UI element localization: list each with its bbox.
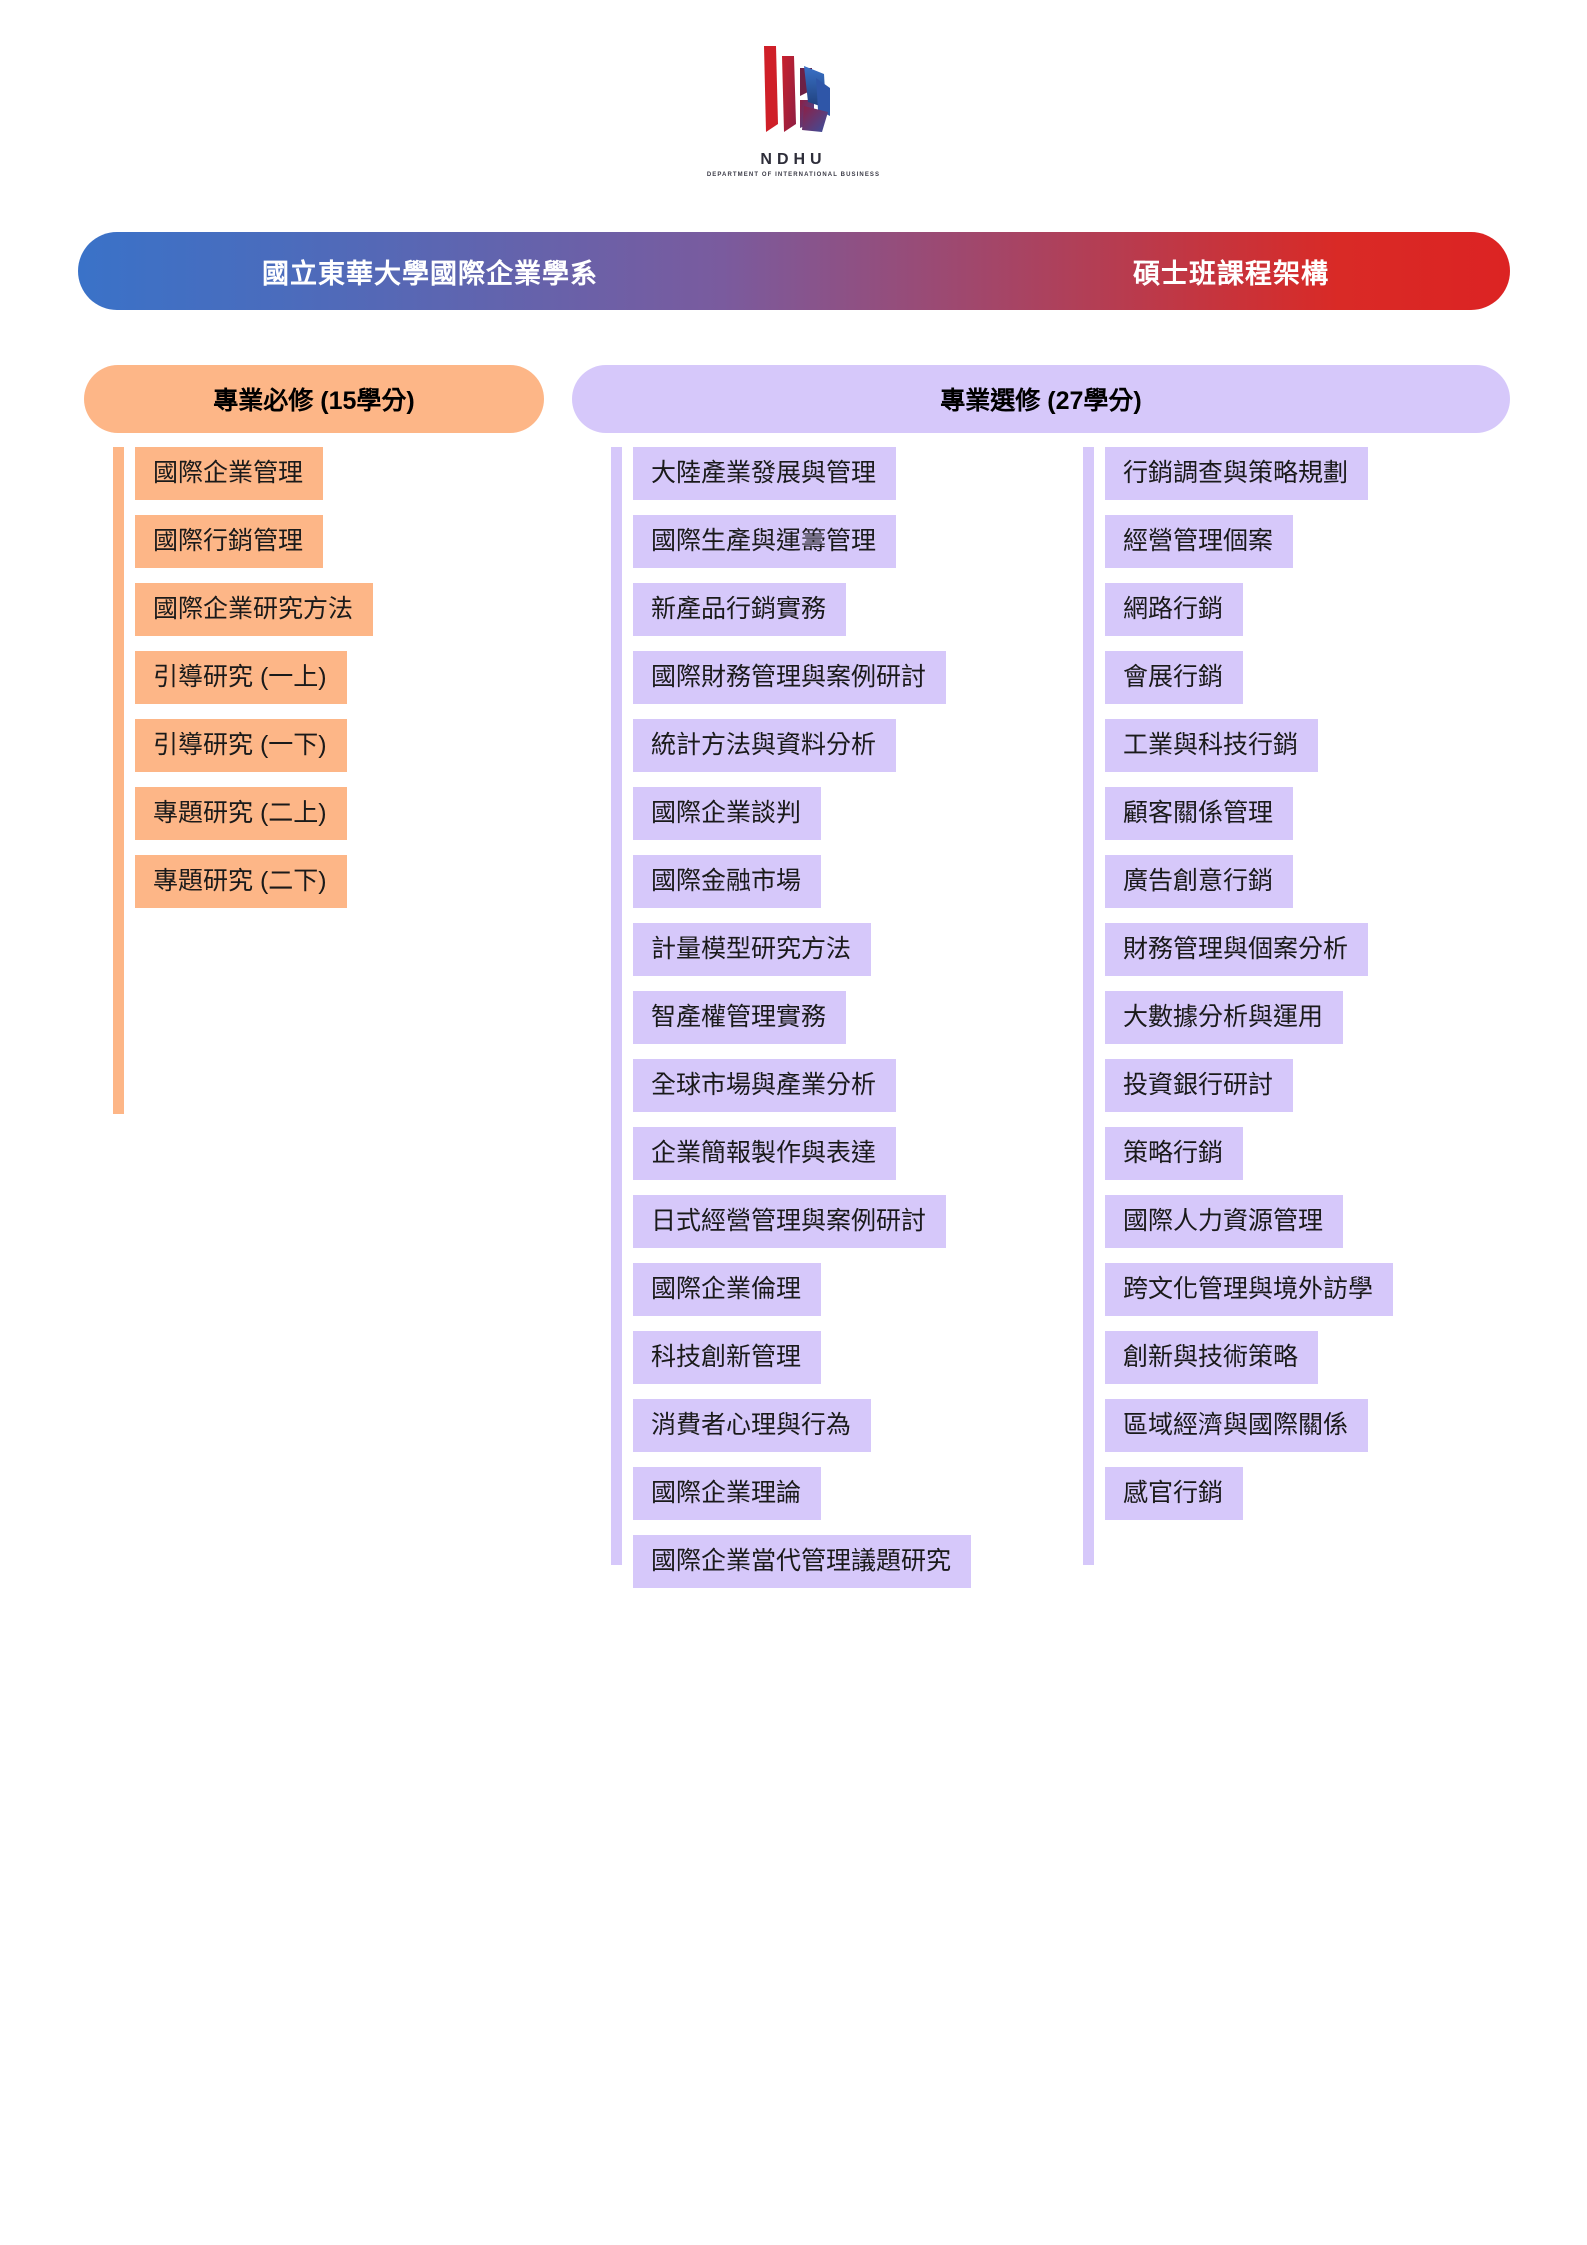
logo-block: NDHU DEPARTMENT OF INTERNATIONAL BUSINES… <box>0 38 1587 178</box>
banner-department-title: 國立東華大學國際企業學系 <box>262 258 598 289</box>
rail-required <box>113 447 124 1114</box>
section-header-elective: 專業選修 (27學分) <box>572 365 1510 433</box>
course-item-elective: 大陸產業發展與管理 <box>633 447 897 500</box>
course-item-elective: 全球市場與產業分析 <box>633 1059 897 1112</box>
course-item-elective: 國際企業理論 <box>633 1467 822 1520</box>
course-item-elective: 大數據分析與運用 <box>1105 991 1344 1044</box>
course-item-required: 國際企業管理 <box>135 447 324 500</box>
course-item-elective: 國際企業當代管理議題研究 <box>633 1535 972 1588</box>
rail-elective-column-2 <box>1083 447 1094 1565</box>
logo-title-text: NDHU <box>760 151 827 168</box>
title-banner: 國立東華大學國際企業學系 碩士班課程架構 <box>78 232 1510 310</box>
course-item-elective: 感官行銷 <box>1105 1467 1244 1520</box>
course-item-elective: 日式經營管理與案例研討 <box>633 1195 947 1248</box>
course-item-elective: 廣告創意行銷 <box>1105 855 1294 908</box>
course-item-elective: 經營管理個案 <box>1105 515 1294 568</box>
course-item-required: 引導研究 (一下) <box>135 719 347 772</box>
course-item-elective: 網路行銷 <box>1105 583 1244 636</box>
course-item-elective: 計量模型研究方法 <box>633 923 872 976</box>
banner-program-title: 碩士班課程架構 <box>1133 258 1329 289</box>
course-item-elective: 創新與技術策略 <box>1105 1331 1319 1384</box>
course-item-elective: 工業與科技行銷 <box>1105 719 1319 772</box>
course-item-required: 國際企業研究方法 <box>135 583 374 636</box>
course-item-elective: 統計方法與資料分析 <box>633 719 897 772</box>
course-item-elective: 新產品行銷實務 <box>633 583 847 636</box>
course-item-elective: 國際金融市場 <box>633 855 822 908</box>
course-item-elective: 投資銀行研討 <box>1105 1059 1294 1112</box>
course-item-elective: 國際生產與運籌管理 <box>633 515 897 568</box>
course-item-elective: 區域經濟與國際關係 <box>1105 1399 1369 1452</box>
course-item-elective: 消費者心理與行為 <box>633 1399 872 1452</box>
course-item-elective: 國際企業談判 <box>633 787 822 840</box>
course-item-required: 專題研究 (二下) <box>135 855 347 908</box>
course-item-elective: 國際人力資源管理 <box>1105 1195 1344 1248</box>
course-item-elective: 會展行銷 <box>1105 651 1244 704</box>
course-item-elective: 顧客關係管理 <box>1105 787 1294 840</box>
course-item-required: 引導研究 (一上) <box>135 651 347 704</box>
course-item-elective: 科技創新管理 <box>633 1331 822 1384</box>
ndhu-logo-icon <box>763 46 830 132</box>
rail-elective-column-1 <box>611 447 622 1565</box>
course-list-elective-2: 行銷調查與策略規劃經營管理個案網路行銷會展行銷工業與科技行銷顧客關係管理廣告創意… <box>1083 447 1394 1535</box>
column-elective-1: 大陸產業發展與管理國際生產與運籌管理新產品行銷實務國際財務管理與案例研討統計方法… <box>611 447 972 1603</box>
column-elective-2: 行銷調查與策略規劃經營管理個案網路行銷會展行銷工業與科技行銷顧客關係管理廣告創意… <box>1083 447 1394 1535</box>
course-item-elective: 企業簡報製作與表達 <box>633 1127 897 1180</box>
course-item-elective: 財務管理與個案分析 <box>1105 923 1369 976</box>
course-item-elective: 行銷調查與策略規劃 <box>1105 447 1369 500</box>
logo-subtitle-text: DEPARTMENT OF INTERNATIONAL BUSINESS <box>706 172 881 178</box>
course-item-elective: 國際財務管理與案例研討 <box>633 651 947 704</box>
course-item-elective: 跨文化管理與境外訪學 <box>1105 1263 1394 1316</box>
course-item-elective: 策略行銷 <box>1105 1127 1244 1180</box>
course-list-elective-1: 大陸產業發展與管理國際生產與運籌管理新產品行銷實務國際財務管理與案例研討統計方法… <box>611 447 972 1603</box>
course-list-required: 國際企業管理國際行銷管理國際企業研究方法引導研究 (一上) 引導研究 (一下) 專題… <box>113 447 374 923</box>
course-item-elective: 智產權管理實務 <box>633 991 847 1044</box>
course-item-elective: 國際企業倫理 <box>633 1263 822 1316</box>
course-item-required: 國際行銷管理 <box>135 515 324 568</box>
course-item-required: 專題研究 (二上) <box>135 787 347 840</box>
section-header-required: 專業必修 (15學分) <box>84 365 544 433</box>
column-required: 國際企業管理國際行銷管理國際企業研究方法引導研究 (一上) 引導研究 (一下) 專題… <box>113 447 374 923</box>
